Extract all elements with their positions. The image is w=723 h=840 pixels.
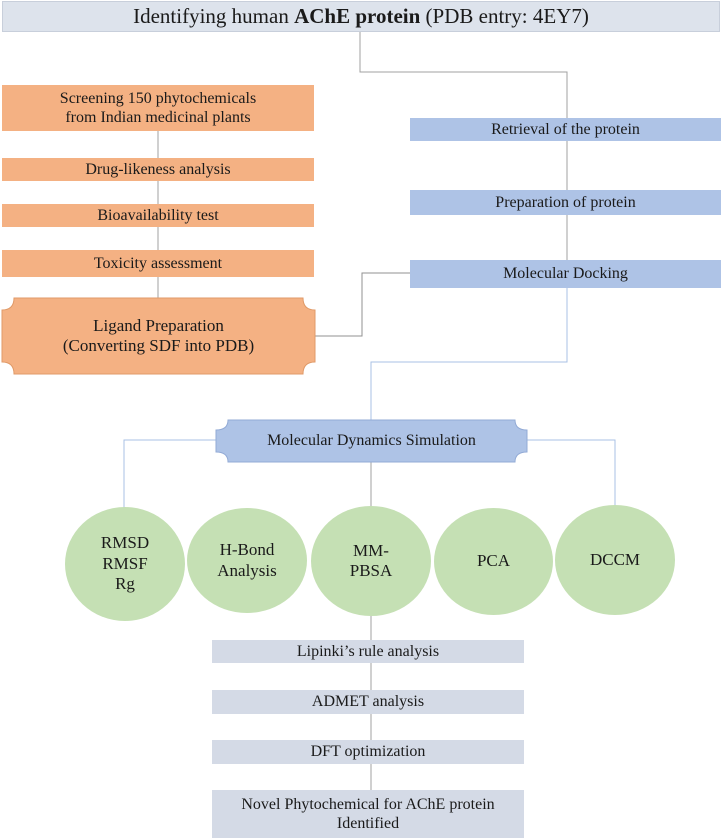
molecular-docking-step: Molecular Docking: [410, 260, 721, 288]
md-to-dccm-connector: [527, 439, 616, 508]
h-bond-analysis-node: H-Bond Analysis: [187, 508, 307, 613]
page-title: Identifying human AChE protein (PDB entr…: [2, 1, 720, 32]
retrieval-step: Retrieval of the protein: [410, 118, 721, 141]
title-bold: AChE protein: [294, 3, 421, 28]
bioavailability-step: Bioavailability test: [2, 204, 314, 227]
final-result-step: Novel Phytochemical for AChE protein Ide…: [212, 790, 524, 838]
screening-step: Screening 150 phytochemicals from Indian…: [2, 85, 314, 131]
dccm-node: DCCM: [555, 505, 675, 615]
rmsd-rmsf-rg-node: RMSD RMSF Rg: [65, 507, 185, 621]
docking-to-md-connector: [370, 288, 568, 420]
md-to-rmsd-connector: [123, 439, 217, 515]
title-to-retrieval-connector: [359, 32, 568, 118]
ligand-prep-to-docking-connector: [315, 272, 410, 337]
preparation-step: Preparation of protein: [410, 190, 721, 215]
lipinski-step: Lipinki’s rule analysis: [212, 640, 524, 663]
md-simulation-step: Molecular Dynamics Simulation: [267, 432, 476, 450]
ligand-preparation-step: Ligand Preparation (Converting SDF into …: [62, 315, 255, 355]
drug-likeness-step: Drug-likeness analysis: [2, 158, 314, 181]
admet-step: ADMET analysis: [212, 690, 524, 714]
title-suffix: (PDB entry: 4EY7): [420, 3, 589, 28]
dft-step: DFT optimization: [212, 740, 524, 764]
mm-pbsa-node: MM- PBSA: [311, 506, 431, 616]
pca-node: PCA: [434, 508, 553, 615]
toxicity-step: Toxicity assessment: [2, 250, 314, 277]
title-prefix: Identifying human: [133, 3, 295, 28]
